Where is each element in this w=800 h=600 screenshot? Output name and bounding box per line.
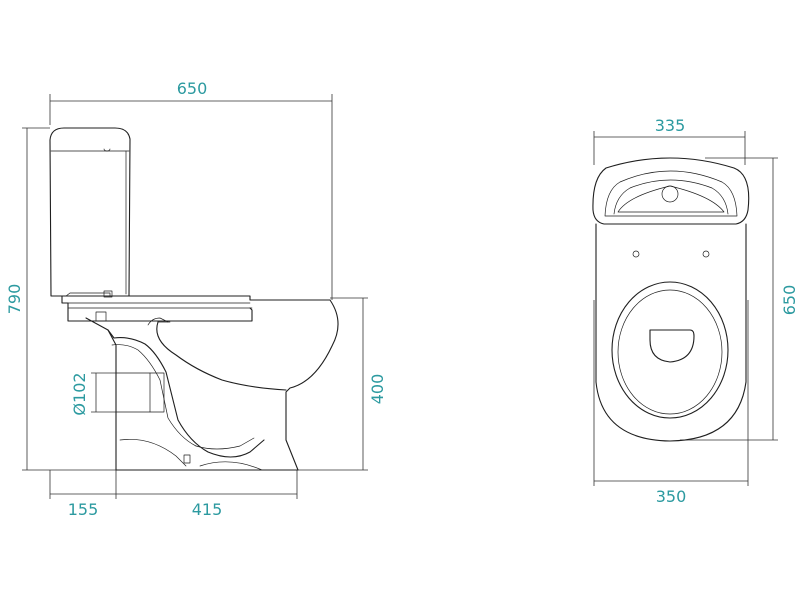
dim-label-650: 650 [177,79,208,98]
dimension-tank-width: 335 [593,116,746,165]
seat-and-rim [61,292,331,322]
top-view: 335 650 350 [592,116,799,506]
seat-hinge-right [702,250,710,258]
dim-label-335: 335 [655,116,686,135]
seat-ring [611,281,729,419]
bowl-body [85,299,339,471]
cistern-top [592,157,750,225]
dimension-outlet-diameter: Ø102 [70,372,116,416]
dim-label-400: 400 [368,374,387,405]
dim-label-790: 790 [5,284,24,315]
dimension-bowl-height: 400 [296,297,387,471]
drain-opening [649,329,695,363]
dimension-base: 155 415 [49,470,298,519]
dim-label-outlet: Ø102 [70,372,89,415]
dim-label-415: 415 [192,500,223,519]
dim-label-350: 350 [656,487,687,506]
trapway [107,329,265,471]
dim-label-155: 155 [68,500,99,519]
dimension-overall-width: 650 [49,79,333,300]
cistern-tank [49,127,131,298]
dimension-total-depth: 650 [680,157,799,441]
side-view: 650 790 400 Ø102 155 [5,79,387,519]
flush-button-icon [661,185,679,203]
dimension-bowl-width: 350 [593,300,749,506]
seat-hinge-left [632,250,640,258]
dim-label-650-depth: 650 [780,285,799,316]
dimension-overall-height: 790 [5,127,116,471]
bowl-top [595,223,747,442]
